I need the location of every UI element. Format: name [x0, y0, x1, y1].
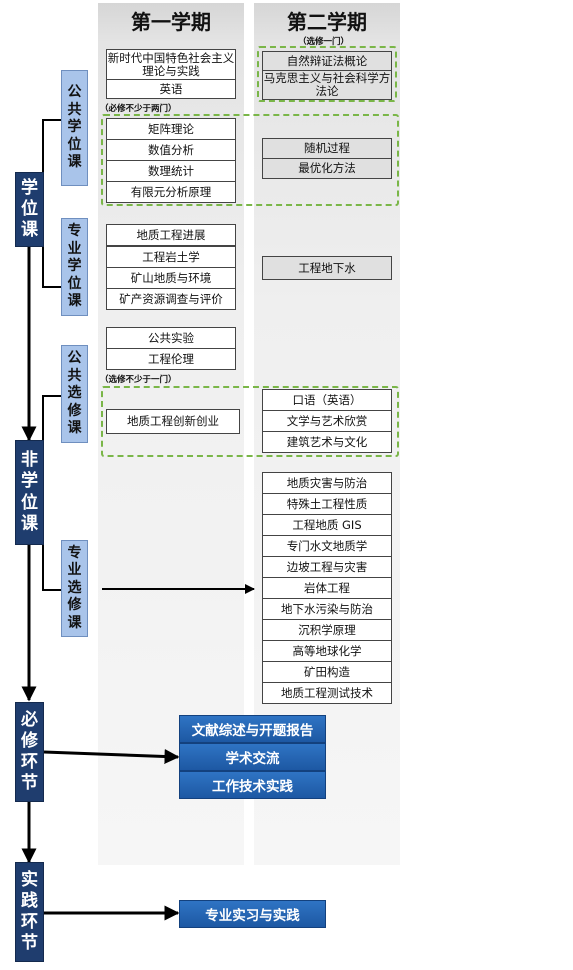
course-box: 地质工程进展: [106, 224, 236, 246]
major-elective-label: 专业选修课: [61, 540, 88, 637]
required-link-box: 学术交流: [179, 743, 326, 771]
course-box: 沉积学原理: [262, 619, 392, 641]
degree-courses-label: 学位课: [15, 172, 44, 247]
required-two-note: （必修不少于两门）: [100, 104, 177, 114]
course-box: 最优化方法: [262, 158, 392, 179]
non-degree-label: 非学位课: [15, 440, 44, 545]
course-box: 工程地下水: [262, 256, 392, 280]
course-box: 马克思主义与社会科学方法论: [262, 70, 392, 100]
course-box: 工程岩土学: [106, 246, 236, 268]
course-box: 矿产资源调查与评价: [106, 288, 236, 310]
elective-at-least-one-note: （选修不少于一门）: [100, 375, 177, 385]
course-box: 地下水污染与防治: [262, 598, 392, 620]
course-box: 自然辩证法概论: [262, 51, 392, 71]
course-box: 地质工程测试技术: [262, 682, 392, 704]
required-links-label: 必修环节: [15, 702, 44, 802]
course-box: 有限元分析原理: [106, 181, 236, 203]
course-box: 数理统计: [106, 160, 236, 182]
semester1-title: 第一学期: [131, 10, 211, 34]
public-degree-label: 公共学位课: [61, 70, 88, 186]
course-box: 文学与艺术欣赏: [262, 410, 392, 432]
course-box: 边坡工程与灾害: [262, 556, 392, 578]
required-two-group: [101, 114, 399, 206]
required-link-box: 文献综述与开题报告: [179, 715, 326, 743]
course-box: 新时代中国特色社会主义理论与实践: [106, 49, 236, 80]
course-box: 岩体工程: [262, 577, 392, 599]
course-box: 建筑艺术与文化: [262, 431, 392, 453]
semester2-title: 第二学期: [287, 10, 367, 34]
course-box: 矿田构造: [262, 661, 392, 683]
course-box: 英语: [106, 79, 236, 99]
course-box: 矩阵理论: [106, 118, 236, 140]
course-box: 数值分析: [106, 139, 236, 161]
practice-links-label: 实践环节: [15, 862, 44, 962]
course-box: 口语（英语）: [262, 389, 392, 411]
course-box: 特殊土工程性质: [262, 493, 392, 515]
course-box: 公共实验: [106, 327, 236, 349]
course-box: 地质灾害与防治: [262, 472, 392, 494]
practice-link-box: 专业实习与实践: [179, 900, 326, 928]
course-box: 专门水文地质学: [262, 535, 392, 557]
course-box: 高等地球化学: [262, 640, 392, 662]
elective-one-note: （选修一门）: [298, 37, 350, 47]
course-box: 随机过程: [262, 138, 392, 159]
course-box: 工程伦理: [106, 348, 236, 370]
public-elective-label: 公共选修课: [61, 345, 88, 443]
major-degree-label: 专业学位课: [61, 218, 88, 316]
elective-one-group: [257, 46, 397, 102]
course-box: 地质工程创新创业: [106, 409, 240, 434]
required-link-box: 工作技术实践: [179, 771, 326, 799]
course-box: 工程地质 GIS: [262, 514, 392, 536]
course-box: 矿山地质与环境: [106, 267, 236, 289]
elective-at-least-one-group: [101, 386, 399, 457]
